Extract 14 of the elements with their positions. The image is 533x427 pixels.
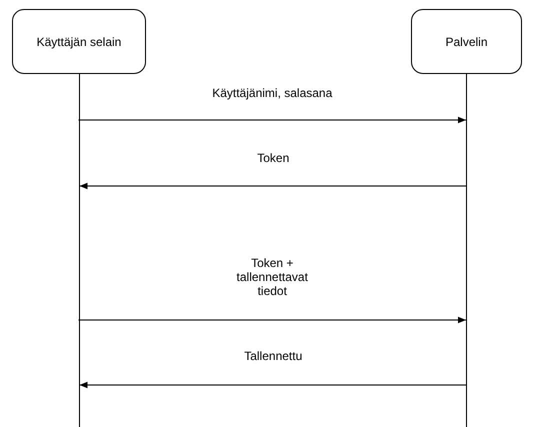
message-label: Käyttäjänimi, salasana [211,86,334,100]
message-label: Token + tallennettavat tiedot [236,256,309,298]
message-arrow [79,382,468,388]
message-label: Token [256,151,290,165]
message-label: Tallennettu [243,349,304,363]
message-arrow [78,116,466,124]
participant-name: Käyttäjän selain [36,34,122,48]
lifeline [78,74,80,427]
message-arrow [79,182,468,190]
message-arrow [78,316,466,324]
participant-name: Palvelin [445,34,488,48]
participant-box [12,9,146,74]
participant-box [411,9,522,74]
lifeline [466,74,467,427]
